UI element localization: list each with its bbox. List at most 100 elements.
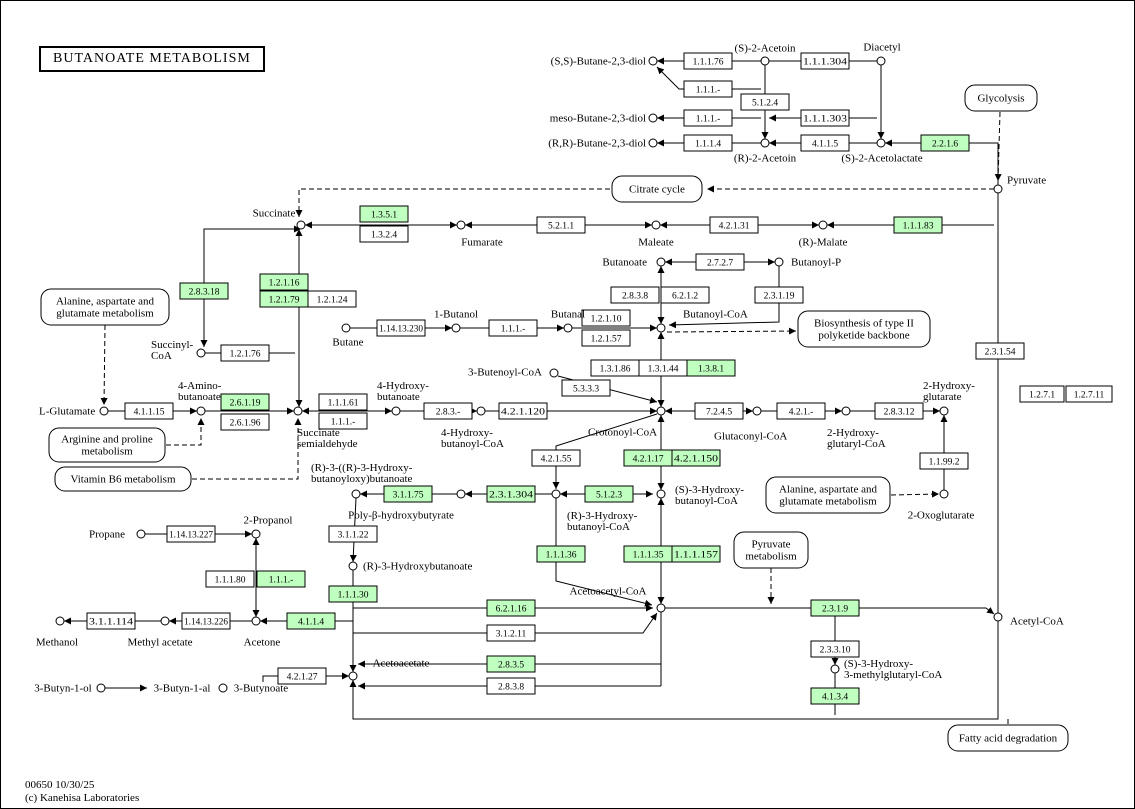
- enzyme-box-1-2-7-11[interactable]: 1.2.7.11: [1065, 385, 1113, 403]
- enzyme-box-2-6-1-96[interactable]: 2.6.1.96: [220, 413, 270, 431]
- enzyme-box-1-1-1-304[interactable]: 1.1.1.304: [800, 52, 850, 70]
- enzyme-box-1-1-1[interactable]: 1.1.1.-: [318, 412, 368, 430]
- enzyme-box-1-1-1-30[interactable]: 1.1.1.30: [328, 585, 378, 603]
- enzyme-box-3-1-1-75[interactable]: 3.1.1.75: [383, 485, 433, 503]
- enzyme-box-1-3-5-1[interactable]: 1.3.5.1: [359, 205, 409, 223]
- enzyme-box-2-8-3-18[interactable]: 2.8.3.18: [179, 282, 229, 300]
- enzyme-box-1-1-1-4[interactable]: 1.1.1.4: [683, 134, 733, 152]
- compound-propane[interactable]: [136, 529, 146, 539]
- enzyme-box-2-3-3-10[interactable]: 2.3.3.10: [810, 640, 860, 658]
- enzyme-box-1-2-1-16[interactable]: 1.2.1.16: [259, 273, 309, 291]
- enzyme-box-3-1-1-22[interactable]: 3.1.1.22: [328, 525, 378, 543]
- compound-2-propanol[interactable]: [251, 529, 261, 539]
- compound-methyl-acetate[interactable]: [160, 616, 170, 626]
- enzyme-box-2-2-1-6[interactable]: 2.2.1.6: [920, 134, 970, 152]
- compound-acetoacetate[interactable]: [348, 671, 358, 681]
- enzyme-box-1-14-13-226[interactable]: 1.14.13.226: [181, 612, 231, 630]
- enzyme-box-2-3-1-19[interactable]: 2.3.1.19: [754, 286, 804, 304]
- compound-meso-butane-2-3-diol[interactable]: [648, 113, 658, 123]
- compound-4-aminobutanoate[interactable]: [196, 406, 206, 416]
- compound-s-2-acetoin[interactable]: [760, 56, 770, 66]
- compound-3-butenoyl-coa[interactable]: [549, 368, 559, 378]
- enzyme-box-1-1-1[interactable]: 1.1.1.-: [683, 80, 733, 98]
- compound-butanoyl-p[interactable]: [774, 257, 784, 267]
- compound-r-malate[interactable]: [818, 220, 828, 230]
- enzyme-box-4-2-1-31[interactable]: 4.2.1.31: [709, 216, 759, 234]
- compound-r-3-r-3-hydroxybutanoyloxy-butanoate[interactable]: [351, 489, 361, 499]
- compound-2-hydroxyglutarate[interactable]: [939, 406, 949, 416]
- enzyme-box-2-8-3[interactable]: 2.8.3.-: [423, 402, 473, 420]
- compound-4-hydroxybutanoate[interactable]: [391, 406, 401, 416]
- enzyme-box-1-1-1-61[interactable]: 1.1.1.61: [318, 393, 368, 411]
- enzyme-box-1-3-8-1[interactable]: 1.3.8.1: [686, 359, 736, 377]
- enzyme-box-1-1-1[interactable]: 1.1.1.-: [683, 109, 733, 127]
- compound-r-3-hydroxybutanoyl-coa[interactable]: [551, 489, 561, 499]
- compound-acetone[interactable]: [251, 616, 261, 626]
- compound-fumarate[interactable]: [456, 220, 466, 230]
- enzyme-box-1-2-1-24[interactable]: 1.2.1.24: [307, 290, 357, 308]
- enzyme-box-1-2-1-79[interactable]: 1.2.1.79: [259, 290, 309, 308]
- compound-butane[interactable]: [341, 323, 351, 333]
- enzyme-box-2-6-1-19[interactable]: 2.6.1.19: [220, 393, 270, 411]
- compound-r-3-hydroxybutanoate[interactable]: [348, 561, 358, 571]
- compound-methanol[interactable]: [55, 616, 65, 626]
- enzyme-box-7-2-4-5[interactable]: 7.2.4.5: [694, 402, 744, 420]
- enzyme-box-1-2-7-1[interactable]: 1.2.7.1: [1019, 385, 1065, 403]
- compound-s-3-hydroxy-3-methylglutaryl-coa[interactable]: [830, 664, 840, 674]
- compound-3-butyn-1-ol[interactable]: [96, 683, 106, 693]
- enzyme-box-2-8-3-8[interactable]: 2.8.3.8: [486, 677, 536, 695]
- compound-2-hydroxyglutaryl-coa[interactable]: [841, 406, 851, 416]
- enzyme-box-3-1-2-11[interactable]: 3.1.2.11: [486, 624, 536, 642]
- enzyme-box-1-1-1-80[interactable]: 1.1.1.80: [205, 570, 255, 588]
- compound-succinyl-coa[interactable]: [196, 348, 206, 358]
- enzyme-box-1-3-1-44[interactable]: 1.3.1.44: [638, 359, 688, 377]
- enzyme-box-3-1-1-114[interactable]: 3.1.1.114: [86, 612, 136, 630]
- enzyme-box-6-2-1-2[interactable]: 6.2.1.2: [660, 286, 710, 304]
- enzyme-box-2-3-1-54[interactable]: 2.3.1.54: [975, 342, 1025, 360]
- enzyme-box-4-1-3-4[interactable]: 4.1.3.4: [810, 687, 860, 705]
- compound-pyruvate[interactable]: [993, 184, 1003, 194]
- compound-maleate[interactable]: [651, 220, 661, 230]
- compound-poly-hydroxybutyrate[interactable]: [456, 489, 466, 499]
- compound-butanal[interactable]: [563, 323, 573, 333]
- enzyme-box-2-7-2-7[interactable]: 2.7.2.7: [695, 253, 745, 271]
- enzyme-box-1-1-99-2[interactable]: 1.1.99.2: [919, 452, 969, 470]
- enzyme-box-4-2-1[interactable]: 4.2.1.-: [776, 402, 826, 420]
- enzyme-box-1-14-13-230[interactable]: 1.14.13.230: [376, 319, 426, 337]
- compound-succinate-semialdehyde[interactable]: [293, 406, 303, 416]
- enzyme-box-1-1-1-83[interactable]: 1.1.1.83: [893, 216, 943, 234]
- enzyme-box-5-1-2-4[interactable]: 5.1.2.4: [740, 93, 790, 111]
- pathway-link-fatty-acid-degradation[interactable]: Fatty acid degradation: [947, 724, 1069, 752]
- enzyme-box-1-3-1-86[interactable]: 1.3.1.86: [590, 359, 640, 377]
- enzyme-box-1-2-1-57[interactable]: 1.2.1.57: [581, 329, 631, 347]
- enzyme-box-4-2-1-17[interactable]: 4.2.1.17: [623, 449, 673, 467]
- compound-butanoate[interactable]: [656, 257, 666, 267]
- enzyme-box-4-1-1-15[interactable]: 4.1.1.15: [124, 402, 174, 420]
- compound-r-r-butane-2-3-diol[interactable]: [648, 138, 658, 148]
- enzyme-box-2-3-1-304[interactable]: 2.3.1.304: [486, 485, 536, 503]
- enzyme-box-5-1-2-3[interactable]: 5.1.2.3: [584, 485, 634, 503]
- compound-acetoacetyl-coa[interactable]: [656, 603, 666, 613]
- compound-2-oxoglutarate[interactable]: [939, 489, 949, 499]
- compound-crotonoyl-coa[interactable]: [656, 406, 666, 416]
- enzyme-box-1-1-1[interactable]: 1.1.1.-: [256, 570, 306, 588]
- compound-glutaconyl-coa[interactable]: [752, 406, 762, 416]
- compound-s-3-hydroxybutanoyl-coa[interactable]: [656, 489, 666, 499]
- enzyme-box-1-2-1-76[interactable]: 1.2.1.76: [220, 344, 270, 362]
- enzyme-box-4-1-1-4[interactable]: 4.1.1.4: [286, 612, 336, 630]
- enzyme-box-2-3-1-9[interactable]: 2.3.1.9: [810, 599, 860, 617]
- enzyme-box-1-1-1-303[interactable]: 1.1.1.303: [800, 109, 850, 127]
- enzyme-box-1-2-1-10[interactable]: 1.2.1.10: [581, 309, 631, 327]
- compound-r-2-acetoin[interactable]: [760, 138, 770, 148]
- compound-s-2-acetolactate[interactable]: [876, 138, 886, 148]
- enzyme-box-4-1-1-5[interactable]: 4.1.1.5: [800, 134, 850, 152]
- compound-1-butanol[interactable]: [451, 323, 461, 333]
- compound-butanoyl-coa[interactable]: [656, 323, 666, 333]
- enzyme-box-2-8-3-8[interactable]: 2.8.3.8: [610, 286, 660, 304]
- compound-acetyl-coa[interactable]: [993, 612, 1003, 622]
- compound-diacetyl[interactable]: [876, 56, 886, 66]
- enzyme-box-1-1-1[interactable]: 1.1.1.-: [488, 319, 538, 337]
